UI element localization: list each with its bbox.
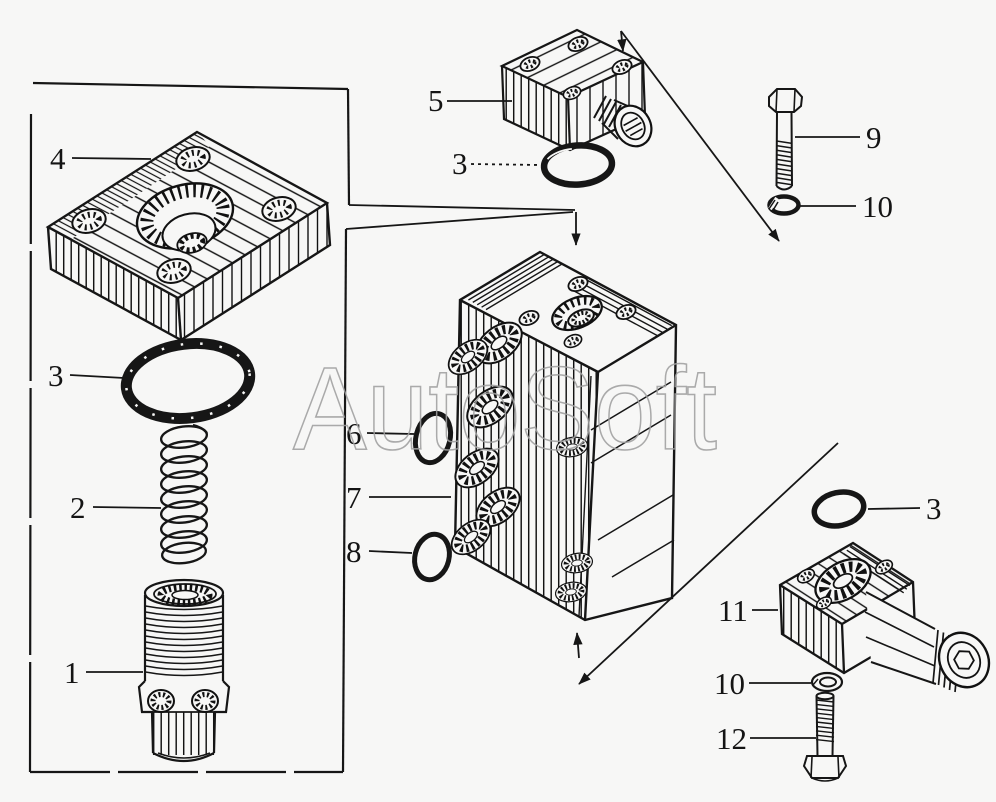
- part-12-bolt-drawing: [802, 691, 848, 782]
- label-10a: 10: [862, 189, 893, 224]
- part-3-oring-right-drawing: [811, 489, 867, 529]
- part-11-fitting: [864, 591, 991, 693]
- part-5-block-drawing: [499, 28, 653, 152]
- label-7: 7: [346, 480, 362, 515]
- label-2: 2: [70, 490, 86, 525]
- assembly-connectors: [345, 30, 839, 685]
- label-4: 4: [50, 141, 66, 176]
- label-8: 8: [346, 534, 362, 569]
- label-5: 5: [428, 83, 444, 118]
- part-9-bolt-drawing: [768, 88, 804, 191]
- label-3a: 3: [48, 358, 64, 393]
- label-3b: 3: [452, 146, 468, 181]
- part-2-spring-drawing: [159, 423, 209, 565]
- label-6: 6: [346, 416, 362, 451]
- label-10b: 10: [714, 666, 745, 701]
- label-9: 9: [866, 120, 882, 155]
- leader-lines: [69, 100, 921, 739]
- part-labels: 1 2 3 4 5 3 6 7 8 9 10 3 11 10 12: [48, 83, 942, 756]
- part-11-elbow-block-drawing: [778, 541, 991, 693]
- callout-box: [28, 81, 351, 774]
- part-10-washer-bottom-drawing: [810, 671, 844, 693]
- label-11: 11: [718, 593, 748, 628]
- label-1: 1: [64, 655, 80, 690]
- part-7-valve-body-drawing: [442, 250, 678, 622]
- part-3-oring-mid-drawing: [540, 142, 616, 188]
- label-3c: 3: [926, 491, 942, 526]
- watermark-text: AutoSoft: [293, 343, 717, 475]
- part-4-plate-drawing: [45, 130, 332, 342]
- part-3-oring-large-drawing: [120, 338, 256, 424]
- part-10-washer-top-drawing: [767, 194, 801, 216]
- label-12: 12: [716, 721, 747, 756]
- part-1-plug-drawing: [137, 578, 231, 763]
